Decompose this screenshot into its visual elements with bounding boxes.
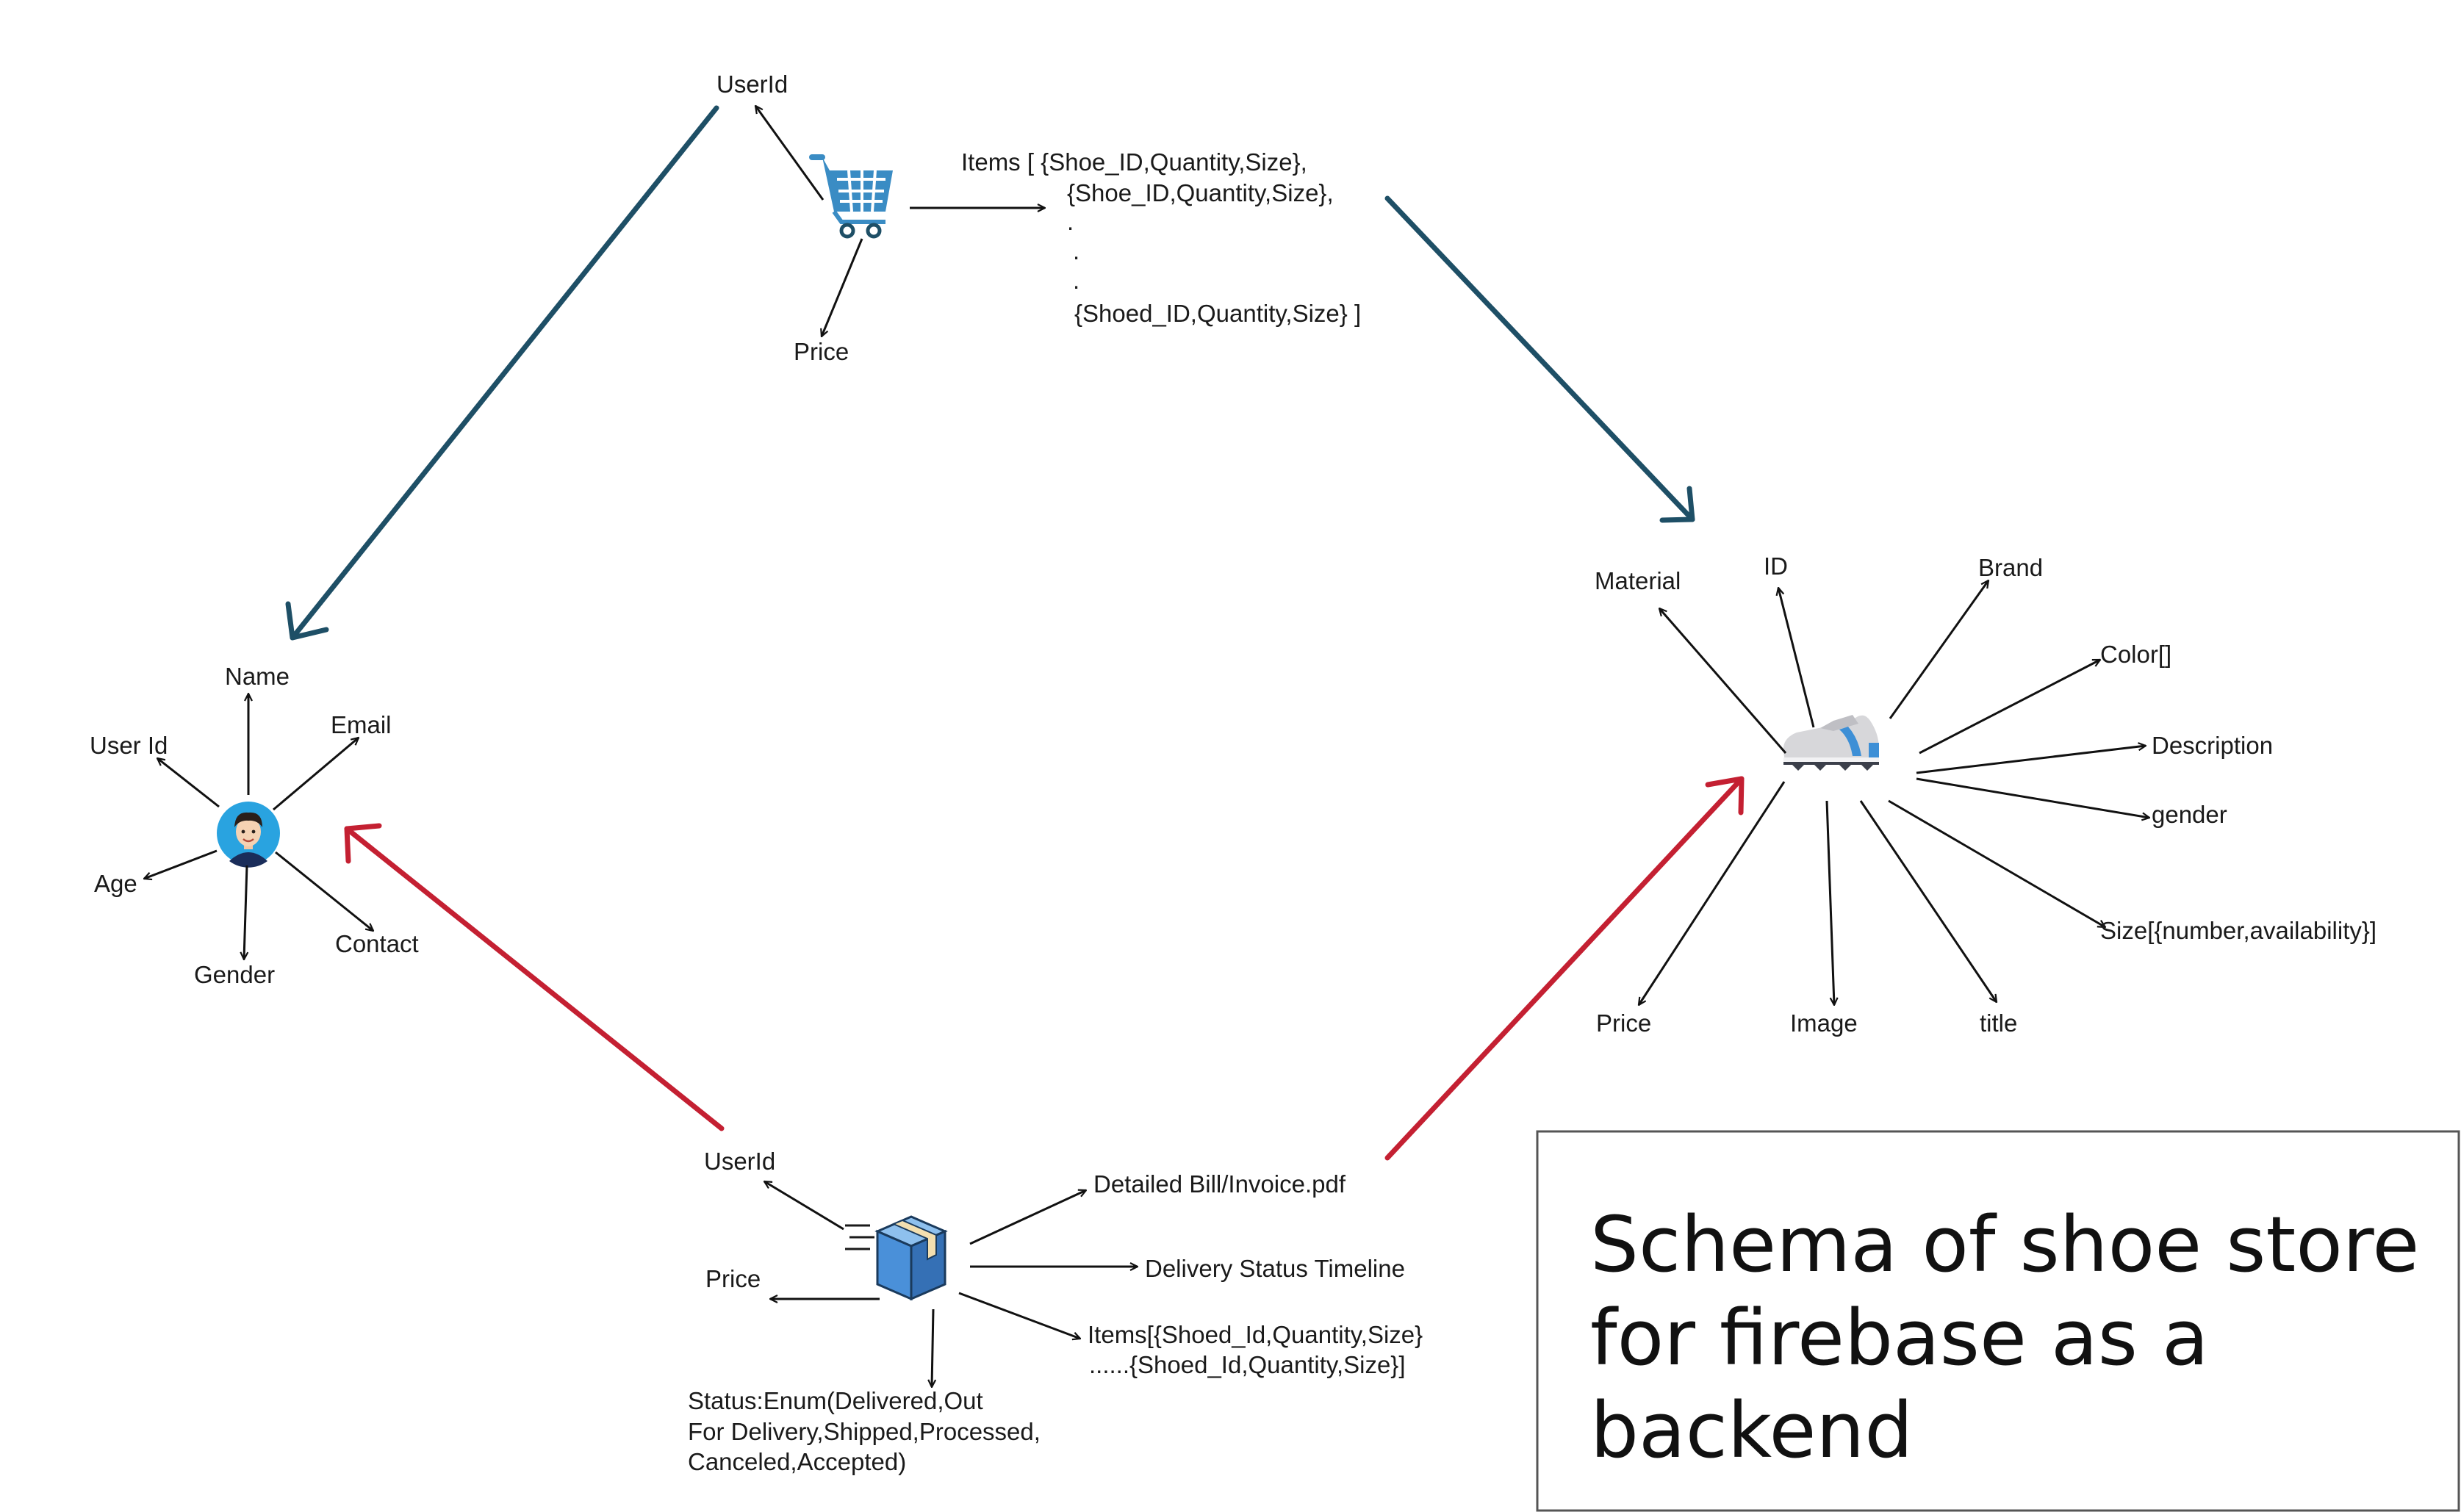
shoe-title-label: title (1980, 1009, 2017, 1037)
user-gender-label: Gender (194, 961, 275, 988)
cart-userid-label: UserId (716, 71, 788, 98)
order-status-line-3: Canceled,Accepted) (688, 1448, 906, 1475)
cart-items-line-last: {Shoed_ID,Quantity,Size} ] (1074, 300, 1361, 327)
user-id-label: User Id (90, 732, 168, 759)
title-line-3: backend (1590, 1386, 1913, 1475)
title-box: Schema of shoe store for firebase as a b… (1536, 1130, 2460, 1512)
cart-to-user-arrow (290, 105, 719, 641)
cart-price-label: Price (794, 338, 849, 365)
user-email-label: Email (331, 711, 392, 738)
cart-items-dot-3: . (1073, 267, 1079, 294)
order-status-line-1: Status:Enum(Delivered,Out (688, 1387, 983, 1414)
order-entity: UserId Price Detailed Bill/Invoice.pdf D… (688, 1148, 1423, 1475)
cart-items-dot-2: . (1073, 237, 1079, 264)
shoe-brand-label: Brand (1978, 554, 2043, 581)
cart-entity: UserId Price Items [ {Shoe_ID,Quantity,S… (716, 71, 1361, 365)
cart-to-shoe-arrow (1384, 195, 1695, 522)
user-avatar-icon (217, 802, 280, 868)
shoe-price-label: Price (1596, 1009, 1651, 1037)
user-name-label: Name (225, 663, 290, 690)
title-line-2: for firebase as a (1590, 1293, 2209, 1383)
shoe-id-label: ID (1764, 552, 1788, 580)
cart-items-line-1: Items [ {Shoe_ID,Quantity,Size}, (961, 148, 1307, 176)
order-price-label: Price (705, 1265, 761, 1292)
order-to-shoe-arrow (1384, 776, 1745, 1161)
order-userid-label: UserId (704, 1148, 775, 1175)
shoe-color-label: Color[] (2100, 641, 2171, 668)
user-contact-label: Contact (335, 930, 419, 957)
shoe-entity: Material ID Brand Color[] Description ge… (1595, 552, 2376, 1037)
user-age-label: Age (94, 870, 137, 897)
shoe-image-label: Image (1790, 1009, 1858, 1037)
shoe-material-label: Material (1595, 567, 1681, 594)
shoe-description-label: Description (2152, 732, 2273, 759)
sneaker-icon (1783, 715, 1879, 771)
cart-items-line-2: {Shoe_ID,Quantity,Size}, (1067, 179, 1334, 206)
order-status-line-2: For Delivery,Shipped,Processed, (688, 1418, 1041, 1445)
cart-items-dot-1: . (1067, 208, 1074, 235)
relationship-arrows (285, 105, 1745, 1161)
user-entity: Name Email User Id Age Gender Contact (90, 663, 419, 988)
shoe-gender-label: gender (2152, 801, 2227, 828)
order-items-line-2: ......{Shoed_Id,Quantity,Size}] (1089, 1351, 1406, 1378)
order-to-user-arrow (344, 826, 725, 1131)
title-line-1: Schema of shoe store (1590, 1200, 2419, 1289)
order-timeline-label: Delivery Status Timeline (1145, 1255, 1405, 1282)
delivery-box-icon (845, 1215, 948, 1301)
shoe-size-label: Size[{number,availability}] (2100, 917, 2376, 944)
order-invoice-label: Detailed Bill/Invoice.pdf (1093, 1170, 1346, 1198)
order-items-line-1: Items[{Shoed_Id,Quantity,Size} (1088, 1321, 1423, 1348)
shopping-cart-icon (809, 154, 893, 239)
